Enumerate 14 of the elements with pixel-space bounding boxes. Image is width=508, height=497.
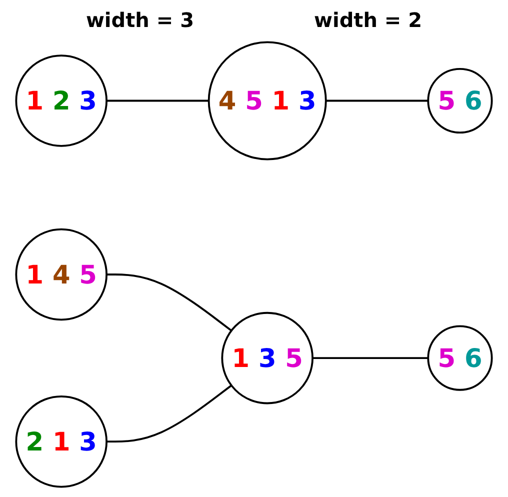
connector <box>326 100 428 102</box>
width-label: width = 2 <box>314 8 422 32</box>
connector <box>106 100 209 102</box>
node-circle: 4 5 1 3 <box>208 41 327 160</box>
node-circle: 5 6 <box>427 325 493 391</box>
node-circle: 1 2 3 <box>15 54 108 147</box>
width-label: width = 3 <box>86 8 194 32</box>
node-circle: 1 3 5 <box>221 312 314 404</box>
connector <box>106 274 232 332</box>
node-circle: 5 6 <box>427 68 493 134</box>
connector <box>312 357 428 359</box>
node-circle: 2 1 3 <box>15 395 108 488</box>
node-circle: 1 4 5 <box>15 228 108 321</box>
connector <box>106 384 232 443</box>
